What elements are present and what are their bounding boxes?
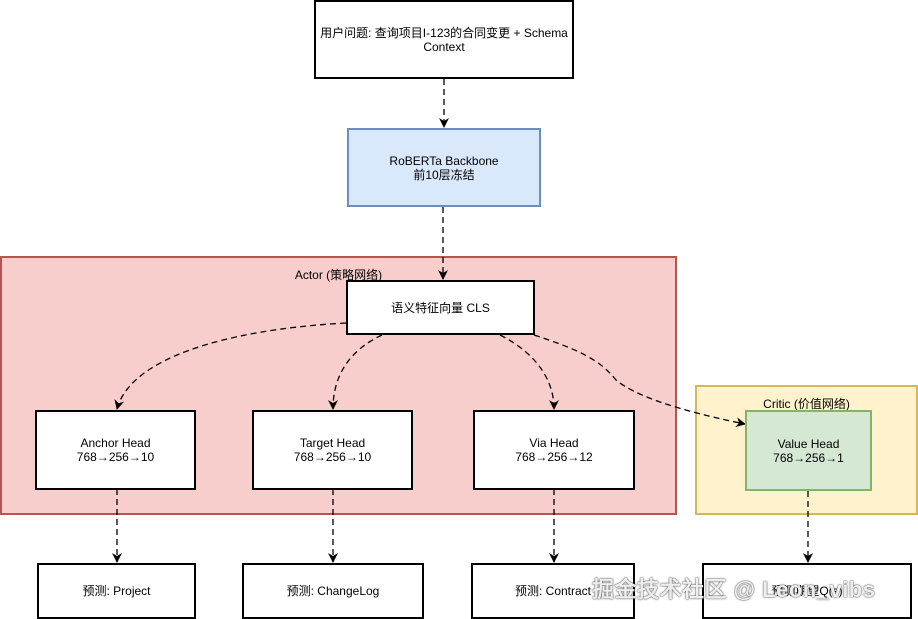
target-head-dims: 768→256→10 — [293, 450, 372, 464]
via-head-node: Via Head 768→256→12 — [473, 410, 635, 490]
user-query-line2: Context — [423, 39, 465, 54]
pred-project-label: 预测: Project — [82, 584, 151, 598]
via-head-title: Via Head — [529, 436, 579, 450]
anchor-head-title: Anchor Head — [80, 436, 151, 450]
pred-changelog-node: 预测: ChangeLog — [242, 563, 424, 619]
roberta-backbone-node: RoBERTa Backbone 前10层冻结 — [347, 128, 541, 207]
actor-group-title: Actor (策略网络) — [294, 268, 383, 282]
target-head-title: Target Head — [299, 436, 366, 450]
pred-changelog-label: 预测: ChangeLog — [286, 584, 380, 598]
cls-feature-node: 语义特征向量 CLS — [346, 280, 535, 335]
target-head-node: Target Head 768→256→10 — [252, 410, 413, 490]
user-query-line1: 用户问题: 查询项目I-123的合同变更 + Schema — [320, 25, 568, 40]
value-head-dims: 768→256→1 — [773, 450, 844, 465]
pred-contract-node: 预测: Contract — [471, 563, 635, 619]
cls-label: 语义特征向量 CLS — [391, 300, 490, 315]
anchor-head-node: Anchor Head 768→256→10 — [35, 410, 196, 490]
pred-value-node: 预测期望Q(s) — [702, 563, 912, 619]
backbone-line1: RoBERTa Backbone — [389, 153, 499, 168]
user-query-node: 用户问题: 查询项目I-123的合同变更 + Schema Context — [314, 0, 574, 79]
value-head-node: Value Head 768→256→1 — [745, 410, 872, 491]
pred-contract-label: 预测: Contract — [514, 584, 592, 598]
critic-group-title: Critic (价值网络) — [763, 397, 850, 411]
via-head-dims: 768→256→12 — [515, 450, 593, 464]
backbone-line2: 前10层冻结 — [413, 167, 475, 182]
pred-project-node: 预测: Project — [37, 563, 196, 619]
anchor-head-dims: 768→256→10 — [76, 450, 155, 464]
pred-value-label: 预测期望Q(s) — [771, 584, 843, 598]
watermark: 掘金技术社区 @ Leon_vibs — [592, 577, 876, 602]
value-head-title: Value Head — [777, 436, 840, 451]
